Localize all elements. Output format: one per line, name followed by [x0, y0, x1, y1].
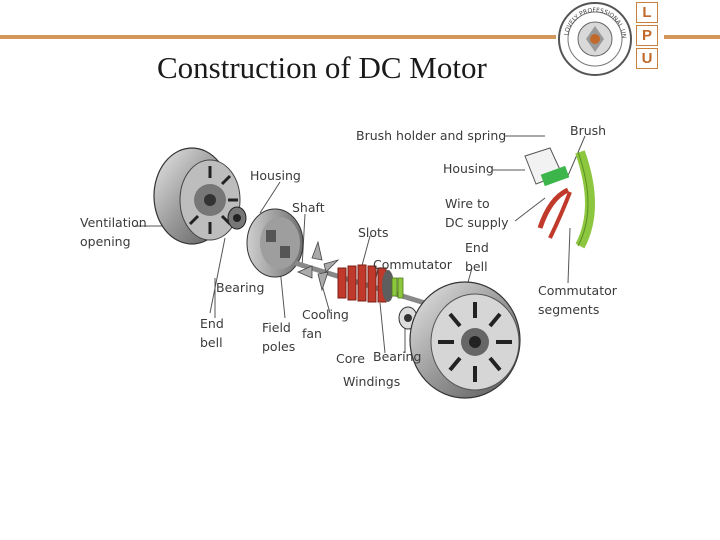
label-cooling-fan-line2: fan: [302, 326, 322, 341]
label-end-bell-right-line1: End: [465, 240, 489, 255]
label-wire-line1: Wire to: [445, 196, 490, 211]
label-commutator: Commutator: [373, 257, 452, 272]
university-seal-logo: LOVELY PROFESSIONAL UNIVERSITY: [556, 0, 632, 76]
label-wire-line2: DC supply: [445, 215, 509, 230]
label-shaft: Shaft: [292, 200, 325, 215]
label-bearing-left: Bearing: [216, 280, 265, 295]
header-rule-left: [0, 35, 556, 39]
label-end-bell-left-line1: End: [200, 316, 224, 331]
label-commutator-segments-line2: segments: [538, 302, 600, 317]
lpu-logo: L P U: [636, 2, 658, 71]
header-rule-right: [664, 35, 720, 39]
label-brush-holder: Brush holder and spring: [356, 128, 507, 143]
dc-motor-diagram: Brush holder and spring Brush Housing Wi…: [80, 118, 630, 408]
label-end-bell-left-line2: bell: [200, 335, 223, 350]
label-housing-left: Housing: [250, 168, 301, 183]
right-end-bell-drawing: [409, 281, 521, 399]
brush-assembly-drawing: [524, 147, 595, 249]
label-housing-right: Housing: [443, 161, 494, 176]
label-ventilation-line1: Ventilation: [80, 215, 147, 230]
label-field-poles-line2: poles: [262, 339, 296, 354]
label-end-bell-right-line2: bell: [465, 259, 488, 274]
label-bearing-right: Bearing: [373, 349, 422, 364]
label-windings: Windings: [343, 374, 401, 389]
label-ventilation-line2: opening: [80, 234, 131, 249]
motor-exploded-view: [135, 135, 595, 399]
slide-title: Construction of DC Motor: [157, 50, 487, 85]
label-brush: Brush: [570, 123, 607, 138]
logo-letter-l: L: [636, 2, 658, 23]
label-field-poles-line1: Field: [262, 320, 291, 335]
label-slots: Slots: [358, 225, 389, 240]
armature-drawing: [337, 264, 404, 303]
label-core: Core: [336, 351, 365, 366]
logo-letter-u: U: [636, 48, 658, 69]
housing-drawing: [246, 208, 304, 278]
label-commutator-segments-line1: Commutator: [538, 283, 617, 298]
logo-letter-p: P: [636, 25, 658, 46]
left-end-bell-drawing: [153, 147, 247, 245]
label-cooling-fan-line1: Cooling: [302, 307, 349, 322]
